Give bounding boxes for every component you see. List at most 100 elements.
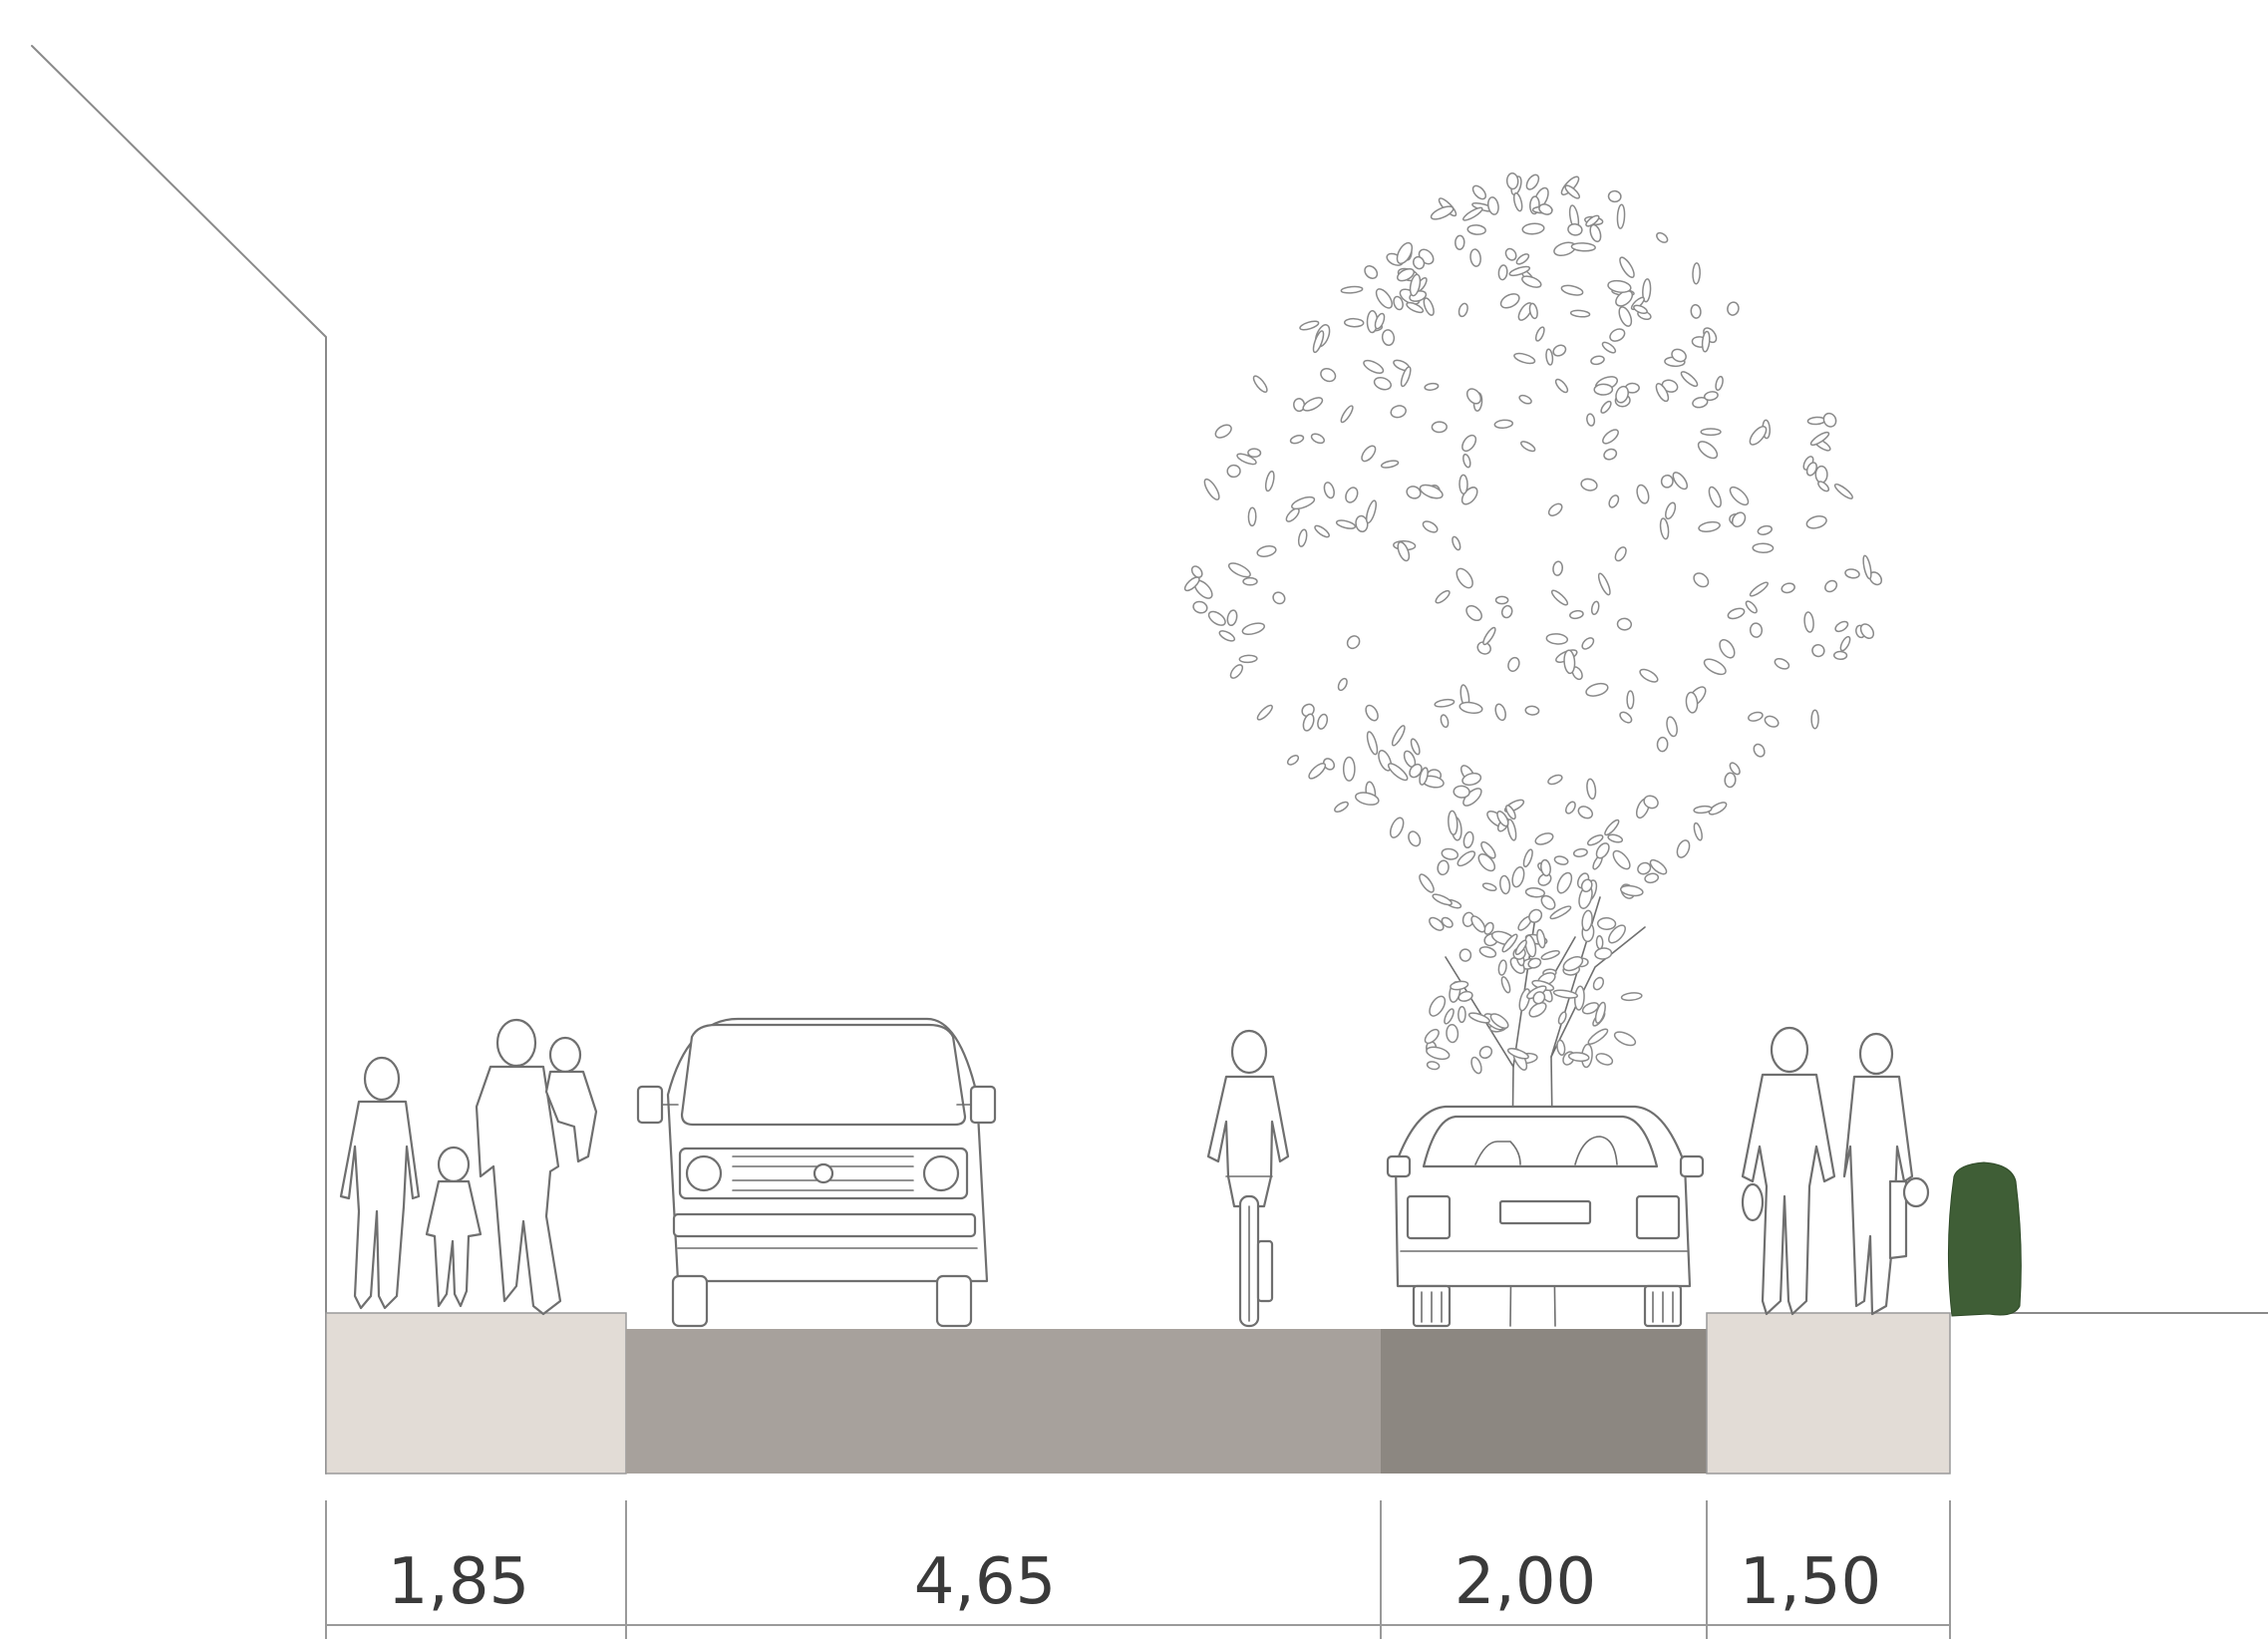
leaf-mark <box>1614 546 1627 562</box>
leaf-mark <box>1514 939 1527 956</box>
leaf-mark <box>1608 494 1620 508</box>
leaf-mark <box>1615 289 1634 307</box>
leaf-mark <box>1655 383 1670 403</box>
leaf-mark <box>1862 554 1872 580</box>
leaf-mark <box>1190 565 1203 578</box>
leaf-mark <box>1426 1061 1441 1071</box>
leaf-mark <box>1757 524 1773 535</box>
leaf-mark <box>1781 582 1795 594</box>
leaf-mark <box>1806 416 1826 426</box>
leaf-mark <box>1607 833 1624 843</box>
leaf-mark <box>1462 830 1474 849</box>
leaf-mark <box>1499 874 1511 895</box>
leaf-mark <box>1527 957 1542 969</box>
leaf-mark <box>1218 630 1236 642</box>
leaf-mark <box>1458 701 1483 714</box>
leaf-mark <box>1497 264 1508 281</box>
leaf-mark <box>1659 517 1670 540</box>
leaf-mark <box>1496 811 1509 827</box>
leaf-mark <box>1727 607 1746 620</box>
leaf-mark <box>1226 464 1241 479</box>
leaf-mark <box>1672 472 1689 491</box>
leaf-mark <box>1570 242 1596 252</box>
leaf-mark <box>1567 1052 1590 1063</box>
leaf-mark <box>1637 861 1652 875</box>
leaf-mark <box>1832 650 1848 661</box>
leaf-mark <box>1618 306 1633 327</box>
leaf-mark <box>1480 840 1496 859</box>
leaf-mark <box>1323 482 1335 499</box>
leaf-mark <box>1633 304 1648 315</box>
leaf-mark <box>1302 713 1315 732</box>
leaf-mark <box>1525 173 1540 190</box>
leaf-mark <box>1308 762 1327 780</box>
leaf-mark <box>1363 359 1385 374</box>
leaf-mark <box>1521 222 1545 235</box>
leaf-mark <box>1499 293 1520 309</box>
leaf-mark <box>1397 268 1415 282</box>
leaf-mark <box>1528 1002 1547 1018</box>
leaf-mark <box>1809 431 1830 447</box>
roadway-block <box>626 1329 1381 1474</box>
tree-icon <box>1183 171 1883 1327</box>
leaf-mark <box>1448 810 1458 835</box>
leaf-mark <box>1446 1023 1459 1044</box>
van-front-icon <box>636 1017 997 1328</box>
leaf-mark <box>1554 378 1569 394</box>
leaf-mark <box>1534 832 1554 845</box>
leaf-mark <box>1469 248 1481 267</box>
leaf-mark <box>1680 371 1699 388</box>
leaf-mark <box>1701 330 1711 353</box>
leaf-mark <box>1396 241 1414 265</box>
leaf-mark <box>1608 924 1626 944</box>
building-facade-icon <box>31 45 327 1475</box>
leaf-mark <box>1465 604 1482 622</box>
leaf-mark <box>1310 433 1325 445</box>
leaf-mark <box>1461 206 1483 221</box>
leaf-mark <box>1511 866 1525 888</box>
leaf-mark <box>1612 849 1631 870</box>
leaf-mark <box>1569 309 1591 318</box>
leaf-mark <box>1506 819 1517 841</box>
leaf-mark <box>1693 821 1703 841</box>
parking-strip-block <box>1381 1329 1707 1474</box>
leaf-mark <box>1560 284 1584 296</box>
leaf-mark <box>1365 704 1379 722</box>
leaf-mark <box>1424 382 1440 391</box>
leaf-mark <box>1452 535 1461 551</box>
leaf-mark <box>1540 894 1556 910</box>
leaf-mark <box>1207 610 1226 626</box>
leaf-mark <box>1715 375 1724 392</box>
leaf-mark <box>1649 858 1668 875</box>
leaf-mark <box>1581 909 1593 932</box>
leaf-mark <box>1690 303 1702 319</box>
leaf-mark <box>1685 691 1699 714</box>
leaf-mark <box>1616 203 1626 229</box>
leaf-mark <box>1467 1012 1490 1024</box>
leaf-mark <box>1419 873 1435 893</box>
leaf-mark <box>1656 231 1669 243</box>
leaf-mark <box>1536 928 1546 949</box>
leaf-mark <box>1547 502 1563 516</box>
leaf-mark <box>1556 1039 1566 1056</box>
leaf-mark <box>1593 383 1614 396</box>
dimension-bar: 1,85 4,65 2,00 1,50 <box>325 1500 1951 1639</box>
leaf-mark <box>1289 435 1305 445</box>
leaf-mark <box>1692 262 1701 285</box>
leaf-mark <box>1374 312 1386 330</box>
leaf-mark <box>1545 633 1569 645</box>
sidewalk-right-block <box>1706 1312 1951 1475</box>
leaf-mark <box>1805 515 1827 529</box>
leaf-mark <box>1470 1056 1482 1075</box>
leaf-mark <box>1817 481 1830 492</box>
leaf-mark <box>1545 348 1554 366</box>
leaf-mark <box>1822 412 1837 428</box>
leaf-mark <box>1839 635 1851 652</box>
leaf-mark <box>1458 474 1468 494</box>
leaf-mark <box>1534 326 1545 342</box>
leaf-mark <box>1354 792 1380 806</box>
leaf-mark <box>1458 1006 1466 1024</box>
leaf-mark <box>1619 711 1633 724</box>
leaf-mark <box>1528 908 1543 923</box>
leaf-mark <box>1639 668 1659 683</box>
